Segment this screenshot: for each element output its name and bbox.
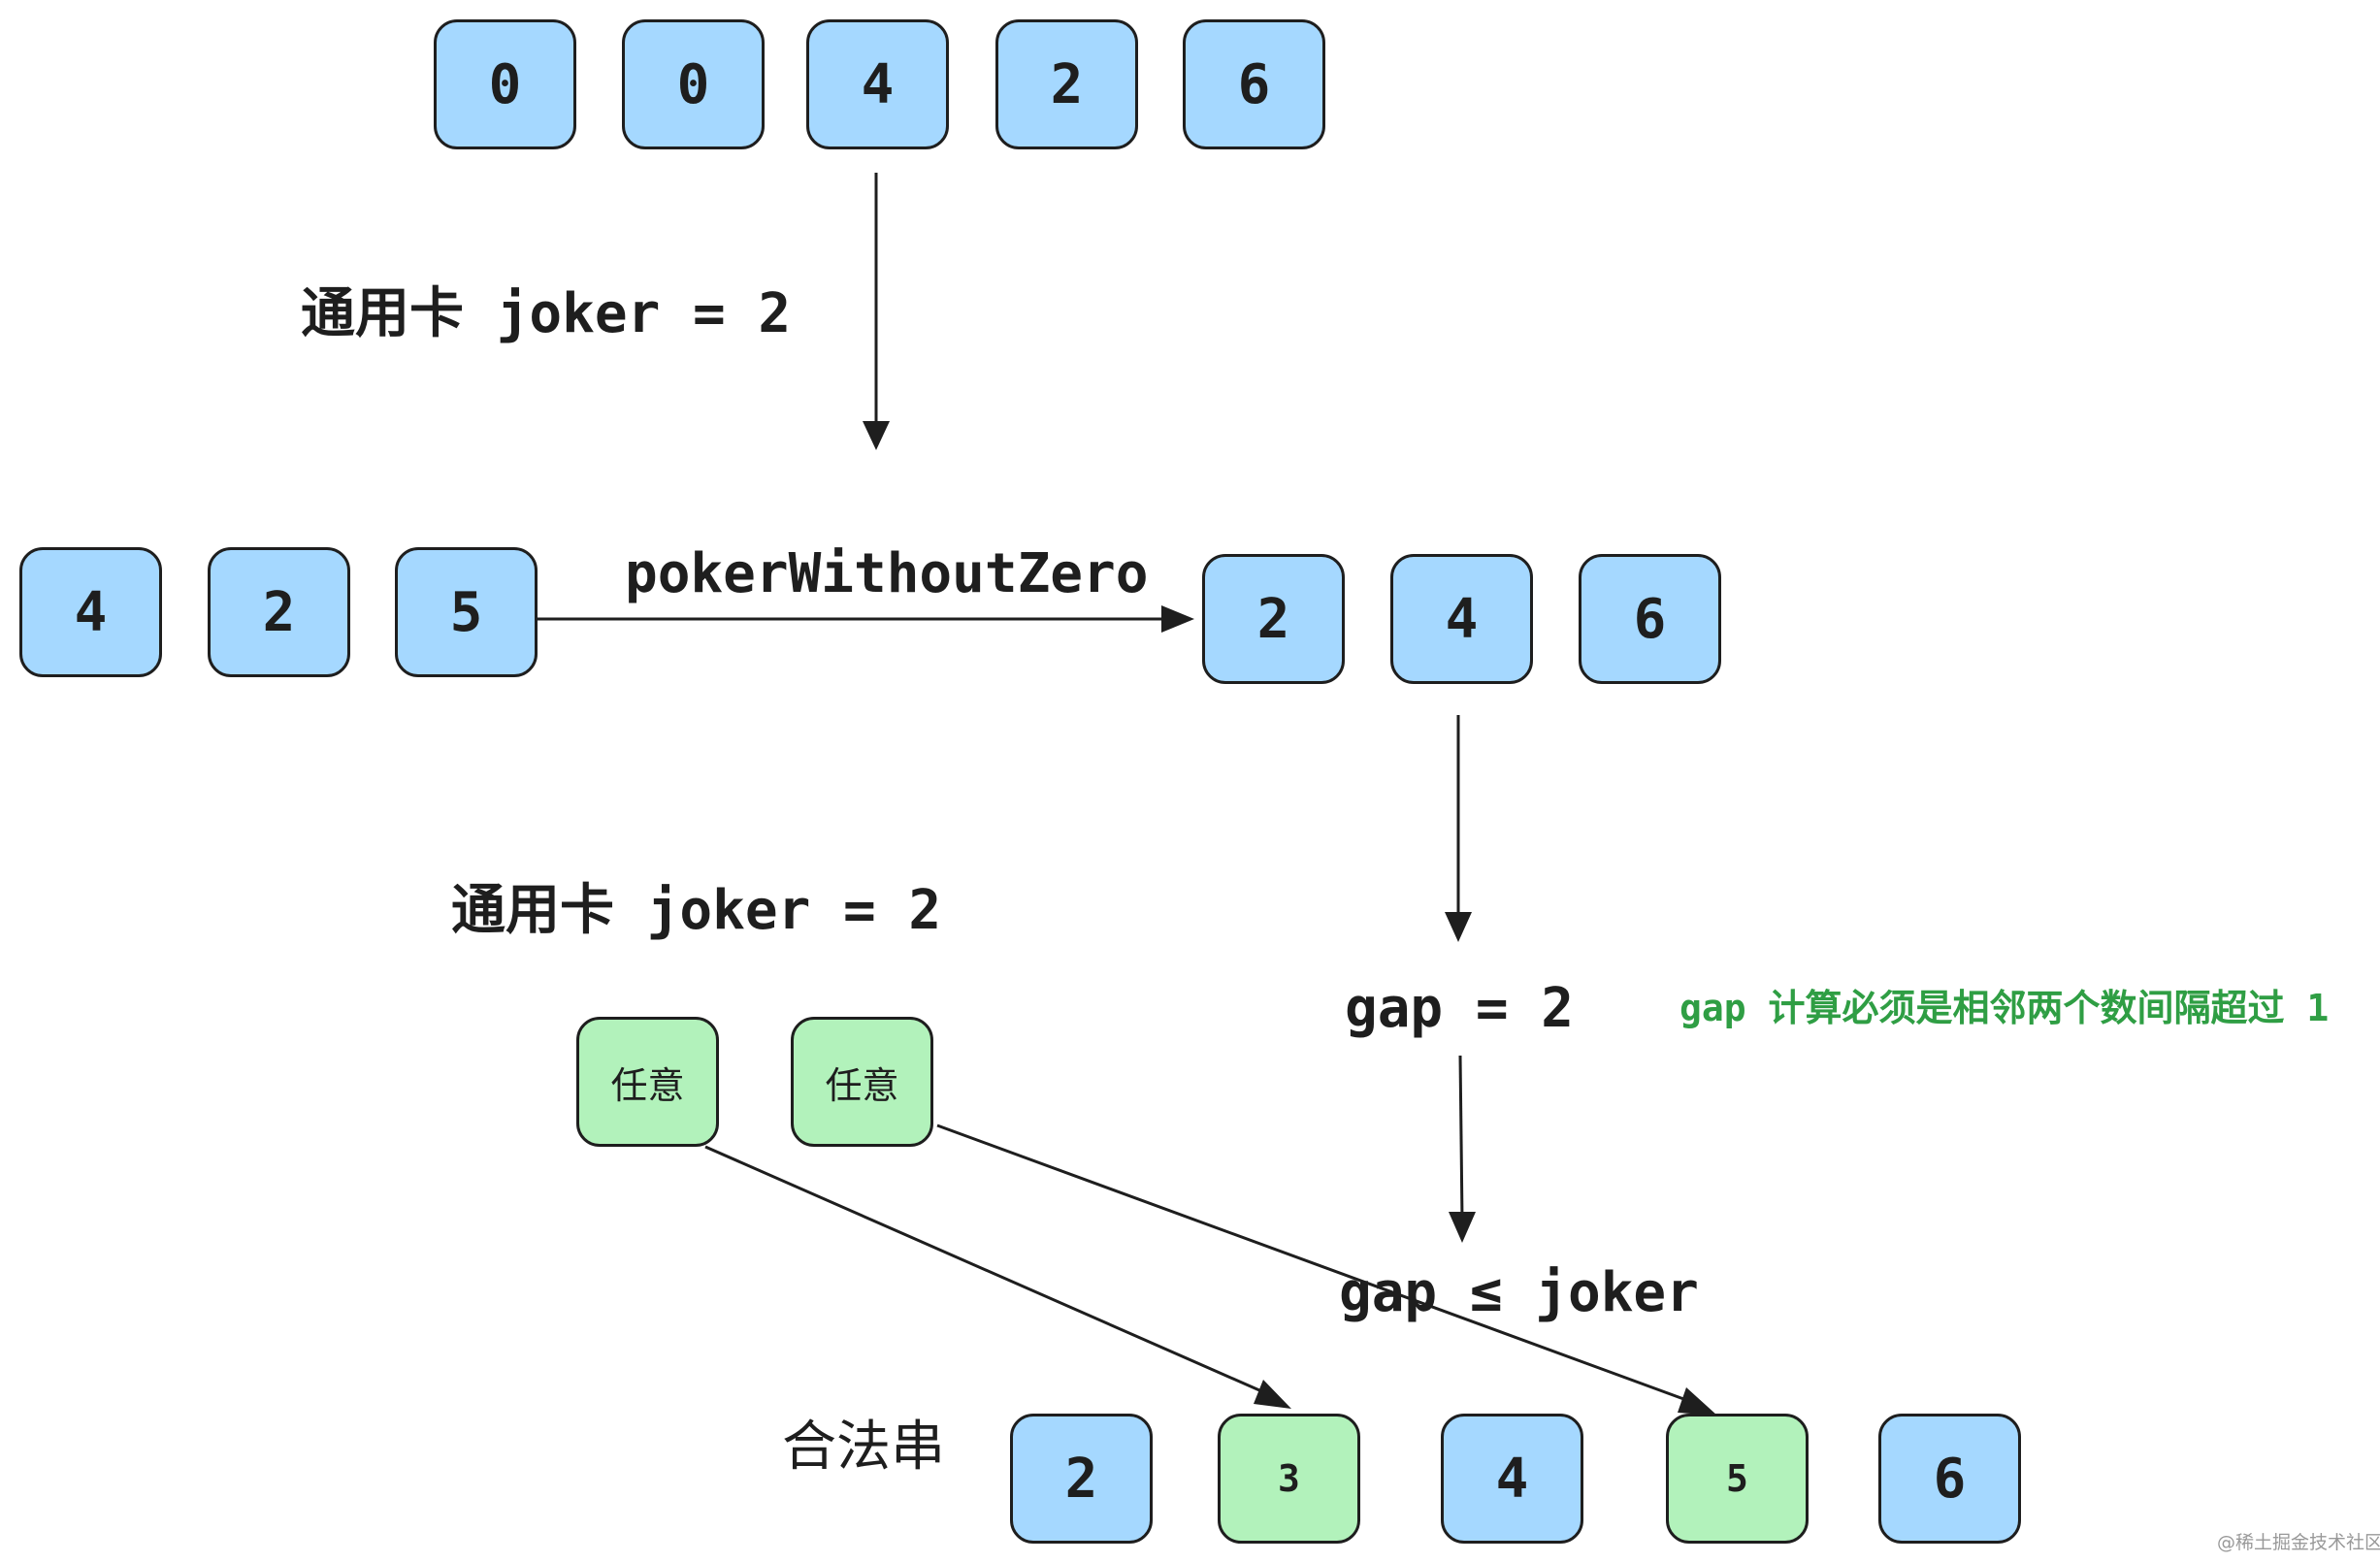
arrowhead-filter bbox=[1161, 605, 1194, 633]
joker-label-top: 通用卡 joker = 2 bbox=[301, 282, 792, 345]
top-card: 0 bbox=[434, 19, 576, 149]
result-card: 3 bbox=[1218, 1414, 1360, 1544]
top-card: 6 bbox=[1183, 19, 1325, 149]
gap-joker-label: gap ≤ joker bbox=[1339, 1261, 1699, 1324]
joker-label-middle: 通用卡 joker = 2 bbox=[451, 879, 942, 942]
gap-note: gap 计算必须是相邻两个数间隔超过 1 bbox=[1679, 987, 2330, 1029]
legal-sequence-label: 合法串 bbox=[782, 1416, 945, 1479]
any-card: 任意 bbox=[576, 1017, 719, 1147]
result-card: 6 bbox=[1878, 1414, 2021, 1544]
sorted-card: 6 bbox=[1579, 554, 1721, 684]
arrowhead-to-gap-joker bbox=[1449, 1212, 1476, 1243]
input-card: 5 bbox=[395, 547, 538, 677]
arrowhead-any-to-3 bbox=[1254, 1380, 1291, 1409]
sorted-card: 2 bbox=[1202, 554, 1345, 684]
gap-label: gap = 2 bbox=[1345, 977, 1575, 1040]
arrow-any-to-5 bbox=[936, 1123, 1698, 1406]
sorted-card: 4 bbox=[1390, 554, 1533, 684]
arrowhead-top-to-middle bbox=[863, 421, 890, 450]
result-card: 5 bbox=[1666, 1414, 1809, 1544]
result-card: 2 bbox=[1010, 1414, 1153, 1544]
filter-label: pokerWithoutZero bbox=[625, 542, 1149, 605]
top-card: 0 bbox=[622, 19, 765, 149]
top-card: 4 bbox=[806, 19, 949, 149]
arrowhead-to-gap bbox=[1445, 912, 1472, 942]
any-card: 任意 bbox=[791, 1017, 933, 1147]
input-card: 4 bbox=[19, 547, 162, 677]
input-card: 2 bbox=[208, 547, 350, 677]
arrow-to-gap-joker bbox=[1458, 1055, 1464, 1221]
watermark: @稀土掘金技术社区 bbox=[2217, 1532, 2380, 1553]
top-card: 2 bbox=[995, 19, 1138, 149]
arrowhead-any-to-5 bbox=[1678, 1387, 1717, 1416]
arrow-any-to-3 bbox=[704, 1145, 1276, 1399]
result-card: 4 bbox=[1441, 1414, 1583, 1544]
